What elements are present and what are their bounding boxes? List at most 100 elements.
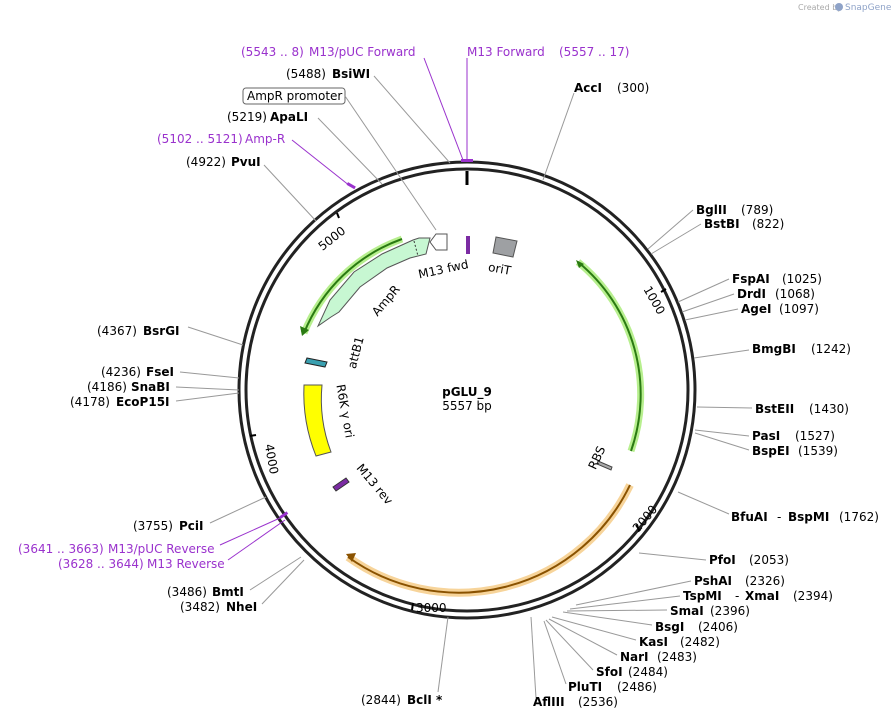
bsiwi-leader: [373, 75, 451, 164]
bmgbi-pos: (1242): [811, 342, 851, 356]
bsrgi-name: BsrGI: [143, 324, 180, 338]
tick-4000: 4000: [249, 434, 281, 476]
smai-pos: (2396): [710, 604, 750, 618]
ampr-feature-arrow: [316, 237, 431, 328]
green-feature-arc: [577, 261, 642, 452]
tspmi-name: TspMI: [683, 589, 722, 603]
m13-forward-range: (5557 .. 17): [559, 45, 629, 59]
m13-puc-reverse-name: M13/pUC Reverse: [108, 542, 215, 556]
attb1-label: attB1: [345, 335, 367, 370]
fspai-name: FspAI: [732, 272, 770, 286]
fsei-name: FseI: [146, 365, 174, 379]
m13-puc-forward-range: (5543 .. 8): [241, 45, 304, 59]
pshai-name: PshAI: [694, 574, 732, 588]
drdi-pos: (1068): [775, 287, 815, 301]
orit-label: oriT: [487, 260, 513, 278]
pasi-pos: (1527): [795, 429, 835, 443]
bglii-leader: [647, 209, 694, 250]
m13-rev-label: M13 rev: [354, 461, 396, 507]
bsiwi-pos: (5488): [286, 67, 326, 81]
orange-feature-arc: [347, 484, 631, 594]
bsrgi-leader: [187, 326, 244, 346]
ecop15i-pos: (4178): [70, 395, 110, 409]
acci-name: AccI: [574, 81, 602, 95]
afliii-leader: [530, 616, 537, 699]
drdi-leader: [681, 293, 735, 313]
plasmid-size: 5557 bp: [442, 399, 492, 413]
svg-text:5000: 5000: [316, 224, 349, 254]
snabi-name: SnaBI: [131, 380, 170, 394]
kasi-pos: (2482): [680, 635, 720, 649]
pshai-pos: (2326): [745, 574, 785, 588]
green-feature-glow: [575, 259, 645, 453]
pcii-leader: [209, 496, 267, 524]
amp-r-primer-mark: [346, 182, 356, 190]
rbs-feature: [596, 460, 613, 471]
bspei-leader: [694, 432, 750, 451]
m13-fwd-label: M13 fwd: [417, 257, 470, 281]
m13-reverse-leader: [227, 519, 286, 561]
bsteii-pos: (1430): [809, 402, 849, 416]
pvui-leader: [263, 164, 317, 222]
pvui-name: PvuI: [231, 155, 261, 169]
bspmi-name: BspMI: [788, 510, 829, 524]
bcli-name: BclI *: [407, 693, 443, 707]
tspmi-pos: (2394): [793, 589, 833, 603]
nari-name: NarI: [620, 650, 649, 664]
bmti-pos: (3486): [167, 585, 207, 599]
agei-leader: [684, 308, 739, 321]
sfoi-name: SfoI: [596, 665, 623, 679]
bspei-name: BspEI: [752, 444, 790, 458]
green-feature-arrowhead: [576, 260, 584, 268]
nhei-pos: (3482): [180, 600, 220, 614]
bmti-name: BmtI: [212, 585, 244, 599]
watermark-brand: SnapGene: [845, 3, 892, 13]
bfuai-pos: (1762): [839, 510, 879, 524]
amp-r-range: (5102 .. 5121): [157, 132, 243, 146]
pvui-pos: (4922): [186, 155, 226, 169]
bcli-pos: (2844): [361, 693, 401, 707]
bglii-pos: (789): [741, 203, 773, 217]
bsteii-leader: [696, 406, 753, 409]
ecop15i-leader: [175, 392, 240, 402]
agei-name: AgeI: [741, 302, 771, 316]
m13-reverse-primer-mark: [279, 511, 289, 519]
agei-pos: (1097): [779, 302, 819, 316]
bfuai-sep: -: [777, 510, 781, 524]
m13-fwd-feature: [466, 236, 470, 254]
attb1-feature: [304, 357, 328, 368]
pasi-leader: [694, 429, 750, 437]
snapgene-logo-icon: [835, 3, 843, 11]
pfoi-leader: [638, 552, 707, 561]
kasi-name: KasI: [639, 635, 668, 649]
orange-feature-arrowhead: [346, 553, 356, 562]
amp-r-name: Amp-R: [245, 132, 285, 146]
m13-puc-reverse-range: (3641 .. 3663): [18, 542, 104, 556]
orit-feature: [492, 236, 518, 258]
nhei-name: NheI: [226, 600, 257, 614]
ampr-promoter-leader: [344, 95, 437, 231]
bstbi-leader: [650, 223, 702, 255]
m13-puc-forward-name: M13/pUC Forward: [309, 45, 416, 59]
ampr-promoter-label: AmpR promoter: [247, 89, 342, 103]
m13-forward-primer-mark: [461, 159, 473, 162]
pfoi-pos: (2053): [749, 553, 789, 567]
acci-leader: [542, 92, 575, 181]
tspmi-sep: -: [735, 589, 739, 603]
afliii-pos: (2536): [578, 695, 618, 709]
green-feature-left-arc: [303, 238, 403, 334]
bsgi-name: BsgI: [655, 620, 684, 634]
ecop15i-name: EcoP15I: [116, 395, 170, 409]
ampr-promoter-feature: [429, 233, 448, 251]
fsei-leader: [179, 371, 240, 379]
bsiwi-name: BsiWI: [332, 67, 370, 81]
bsgi-leader: [562, 611, 653, 626]
bmgbi-name: BmgBI: [752, 342, 796, 356]
apali-name: ApaLI: [270, 110, 308, 124]
nari-pos: (2483): [657, 650, 697, 664]
afliii-name: AflIII: [533, 695, 565, 709]
ampr-label: AmpR: [369, 282, 403, 318]
green-feature-left-arrowhead: [300, 326, 309, 336]
svg-text:4000: 4000: [262, 443, 281, 476]
pshai-leader: [575, 580, 692, 606]
